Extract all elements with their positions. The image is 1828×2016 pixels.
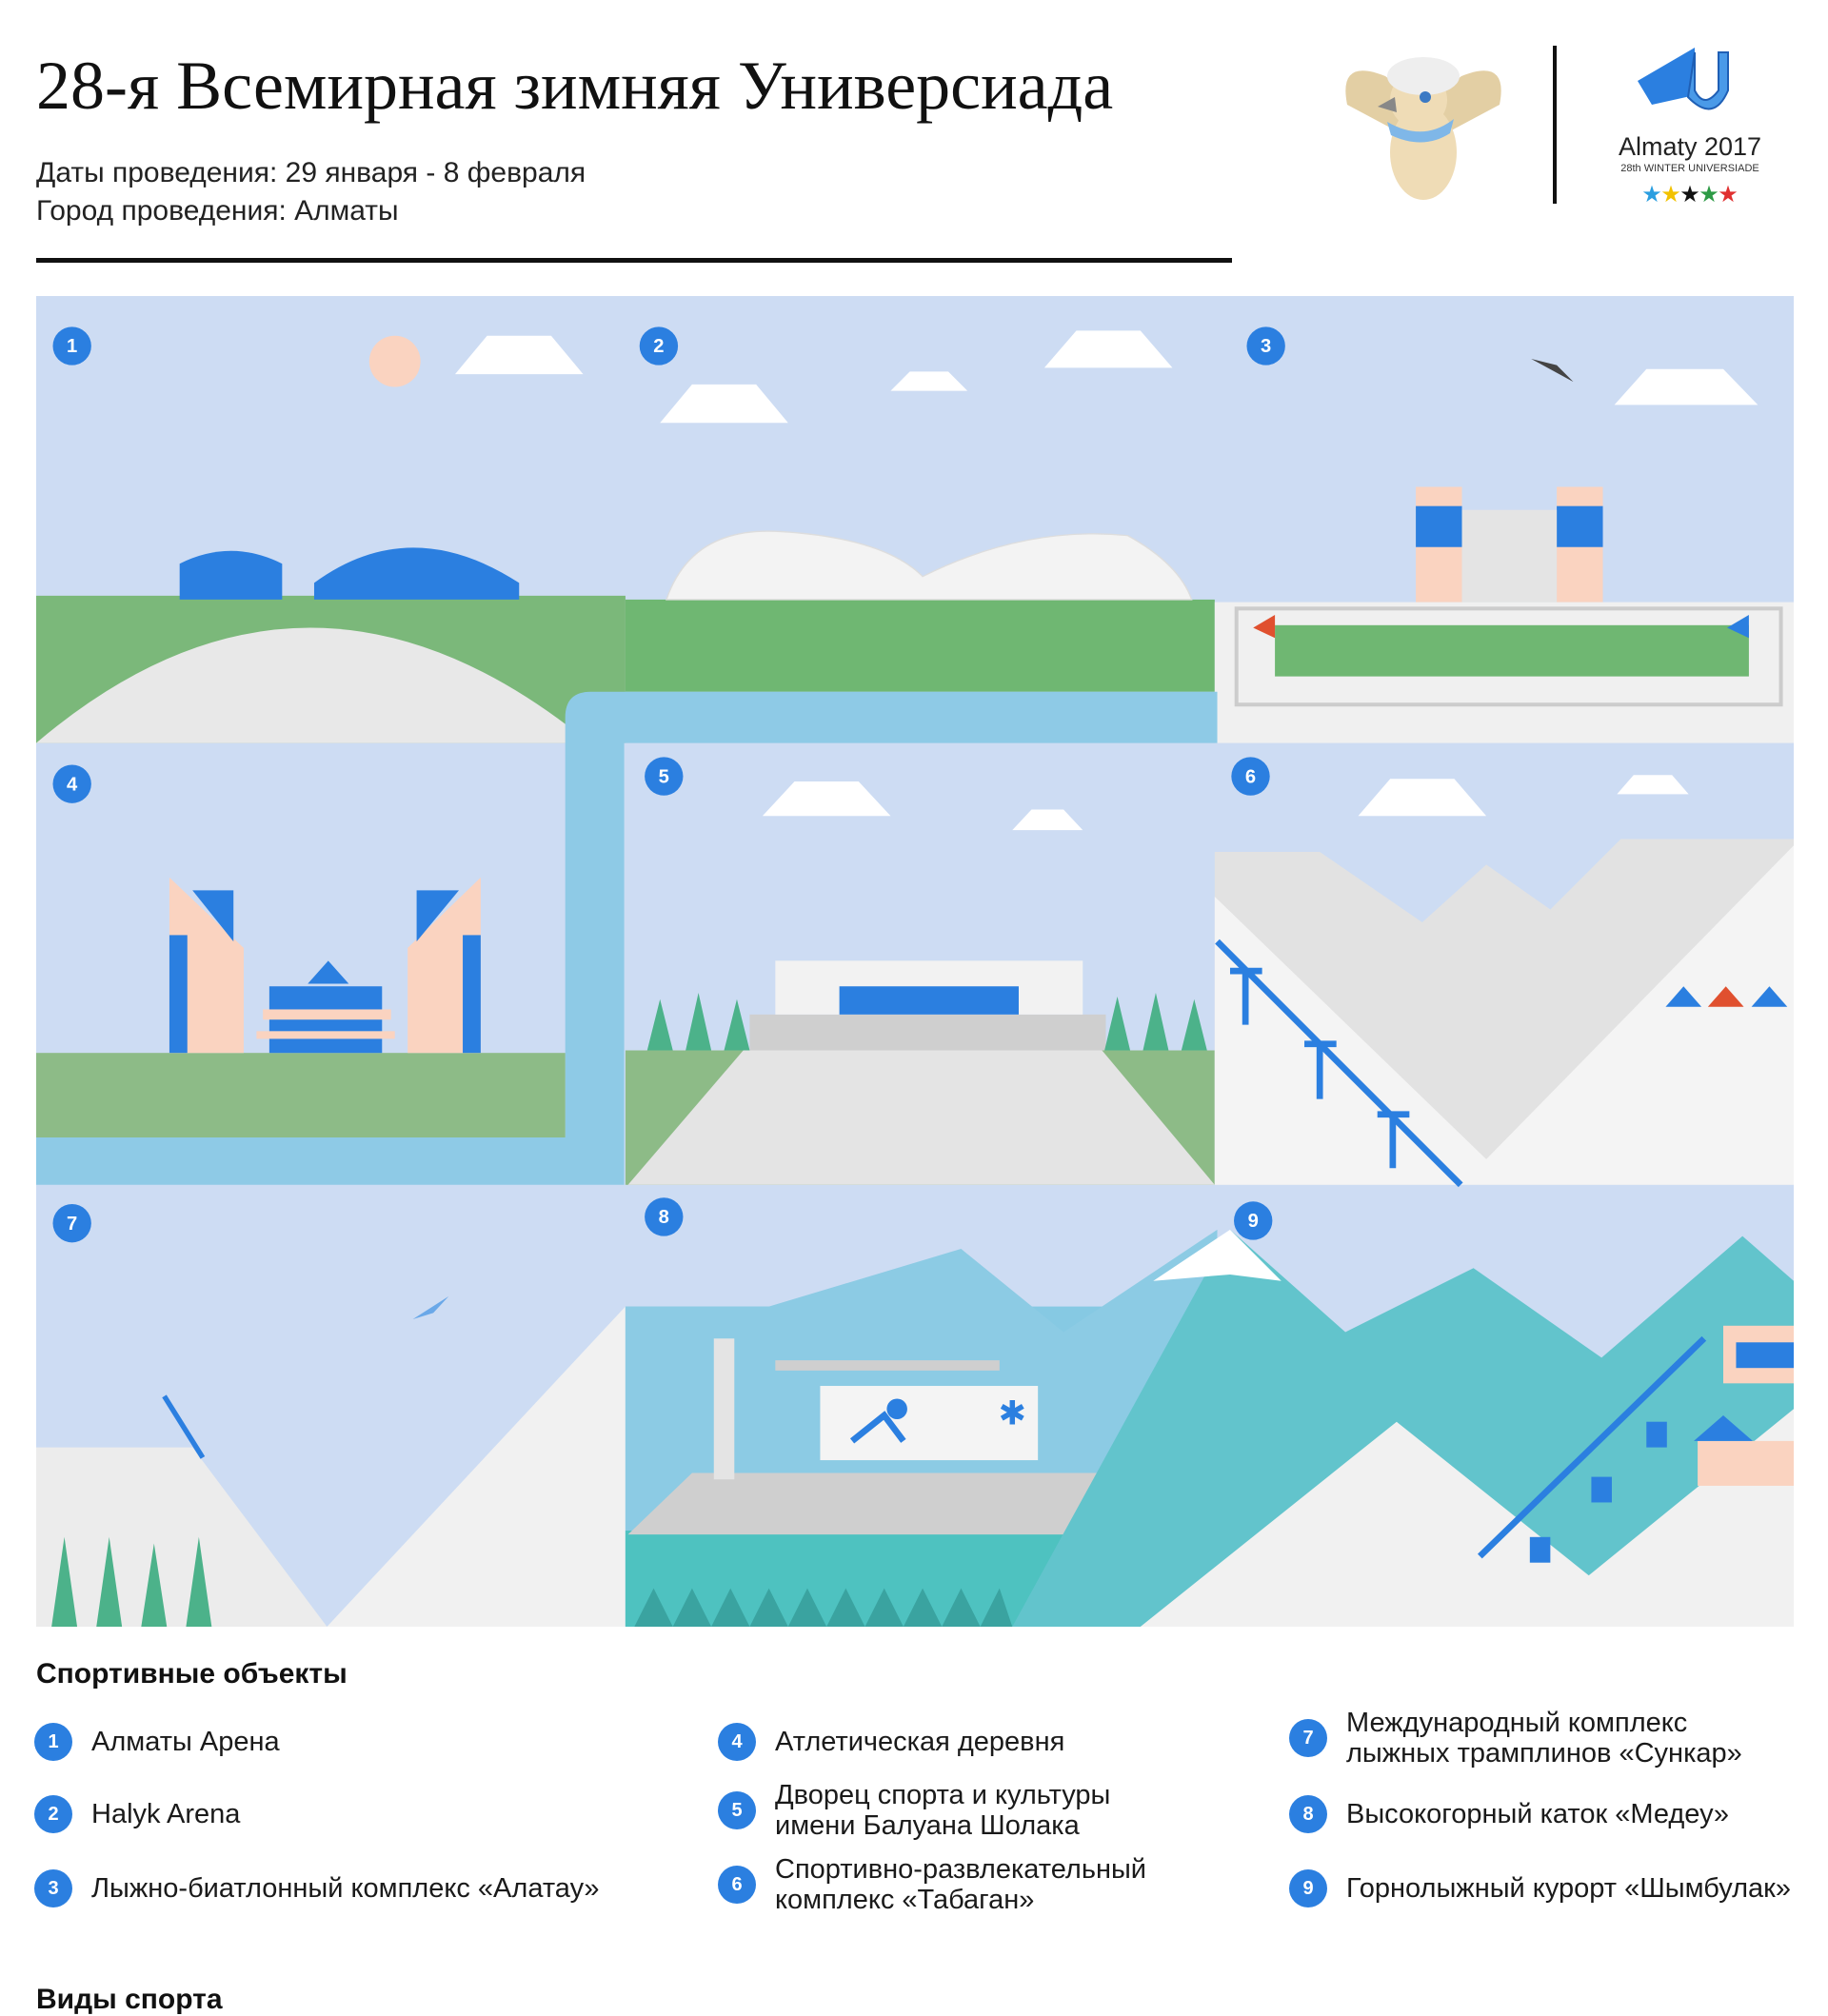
svg-text:7: 7	[67, 1214, 77, 1235]
mascot-logo	[1345, 57, 1501, 200]
venue-item: 4 Атлетическая деревня	[718, 1723, 1064, 1761]
venue-number-badge: 5	[718, 1791, 756, 1829]
universiade-logo: Almaty 2017 28th WINTER UNIVERSIADE ★★★★…	[1619, 48, 1761, 208]
venue-name-line: комплекс «Табаган»	[775, 1885, 1035, 1915]
header-divider	[36, 258, 1232, 263]
venue-number-badge: 6	[718, 1866, 756, 1904]
panel-badge-4: 4	[52, 764, 91, 803]
svg-text:2: 2	[653, 336, 664, 357]
venue-name-line: лыжных трамплинов «Сункар»	[1346, 1738, 1742, 1769]
venue-item: 8 Высокогорный каток «Медеу»	[1289, 1795, 1729, 1833]
panel-badge-8: 8	[645, 1197, 684, 1236]
venue-name-line: Halyk Arena	[91, 1799, 241, 1829]
sports-heading: Виды спорта	[36, 1984, 223, 2015]
venue-name-line: имени Балуана Шолака	[775, 1810, 1080, 1841]
panel-alatau	[1214, 358, 1794, 743]
venue-number-badge: 7	[1289, 1719, 1327, 1757]
venues-heading: Спортивные объекты	[36, 1658, 348, 1690]
svg-text:★: ★	[1641, 182, 1662, 208]
svg-text:★: ★	[1660, 182, 1681, 208]
venue-name-line: Спортивно-развлекательный	[775, 1854, 1146, 1885]
svg-text:6: 6	[1245, 766, 1256, 787]
stars-icon: ★★★★★	[1641, 182, 1739, 208]
venue-name: Атлетическая деревня	[775, 1727, 1064, 1757]
panel-halyk-arena	[625, 330, 1215, 692]
svg-text:1: 1	[67, 336, 77, 357]
page-title: 28-я Всемирная зимняя Универсиада	[36, 48, 1114, 124]
venue-number-badge: 9	[1289, 1869, 1327, 1907]
venue-item: 1 Алматы Арена	[34, 1723, 280, 1761]
logo-name: Almaty 2017	[1619, 132, 1761, 161]
logo-subtitle: 28th WINTER UNIVERSIADE	[1620, 163, 1758, 174]
panel-badge-5: 5	[645, 757, 684, 796]
logo-divider	[1553, 46, 1557, 204]
panel-badge-2: 2	[639, 326, 679, 366]
venue-number-badge: 2	[34, 1795, 72, 1833]
panel-shymbulak	[1012, 1229, 1794, 1627]
panel-badge-6: 6	[1231, 757, 1270, 796]
venue-name: Высокогорный каток «Медеу»	[1346, 1799, 1729, 1829]
svg-text:5: 5	[659, 766, 669, 787]
logo-group: Almaty 2017 28th WINTER UNIVERSIADE ★★★★…	[1345, 46, 1761, 208]
svg-text:✱: ✱	[999, 1394, 1026, 1432]
venue-name-line: Дворец спорта и культуры	[775, 1780, 1111, 1810]
venue-name-line: Алматы Арена	[91, 1727, 280, 1757]
panel-badge-7: 7	[52, 1203, 91, 1243]
venue-name-line: Высокогорный каток «Медеу»	[1346, 1799, 1730, 1829]
venue-name-line: Лыжно-биатлонный комплекс «Алатау»	[91, 1873, 600, 1904]
panel-almaty-arena	[36, 335, 626, 743]
venue-name: Алматы Арена	[91, 1727, 280, 1757]
svg-text:★: ★	[1699, 182, 1719, 208]
svg-text:8: 8	[659, 1207, 669, 1228]
venue-name: Лыжно-биатлонный комплекс «Алатау»	[91, 1873, 600, 1904]
venue-item: 2 Halyk Arena	[34, 1795, 240, 1833]
venue-name: Горнолыжный курорт «Шымбулак»	[1346, 1873, 1791, 1904]
panel-badge-1: 1	[52, 326, 91, 366]
venue-name-line: Горнолыжный курорт «Шымбулак»	[1346, 1873, 1791, 1904]
venue-name-line: Атлетическая деревня	[775, 1727, 1065, 1757]
panel-badge-3: 3	[1246, 326, 1285, 366]
event-dates: Даты проведения: 29 января - 8 февраля	[36, 157, 586, 188]
panel-tabagan	[1214, 775, 1794, 1188]
svg-text:9: 9	[1248, 1211, 1259, 1232]
river	[36, 691, 1218, 1185]
venues-illustration: ✱ 1 2 3 4 5 6 7 8 9	[36, 296, 1794, 1627]
svg-text:4: 4	[67, 774, 78, 795]
venue-item: 9 Горнолыжный курорт «Шымбулак»	[1289, 1869, 1791, 1907]
event-city: Город проведения: Алматы	[36, 195, 399, 227]
venue-number-badge: 8	[1289, 1795, 1327, 1833]
svg-text:3: 3	[1261, 336, 1271, 357]
venue-name: Halyk Arena	[91, 1799, 240, 1829]
venue-name-line: Международный комплекс	[1346, 1708, 1688, 1738]
venue-number-badge: 4	[718, 1723, 756, 1761]
venue-item: 3 Лыжно-биатлонный комплекс «Алатау»	[34, 1869, 600, 1907]
svg-text:★: ★	[1679, 182, 1700, 208]
panel-baluan-sholak	[625, 781, 1215, 1185]
venue-number-badge: 3	[34, 1869, 72, 1907]
venue-number-badge: 1	[34, 1723, 72, 1761]
svg-text:★: ★	[1718, 182, 1739, 208]
panel-athletes-village	[36, 877, 566, 1138]
panel-badge-9: 9	[1234, 1201, 1273, 1240]
panel-sunkar	[36, 1295, 626, 1627]
